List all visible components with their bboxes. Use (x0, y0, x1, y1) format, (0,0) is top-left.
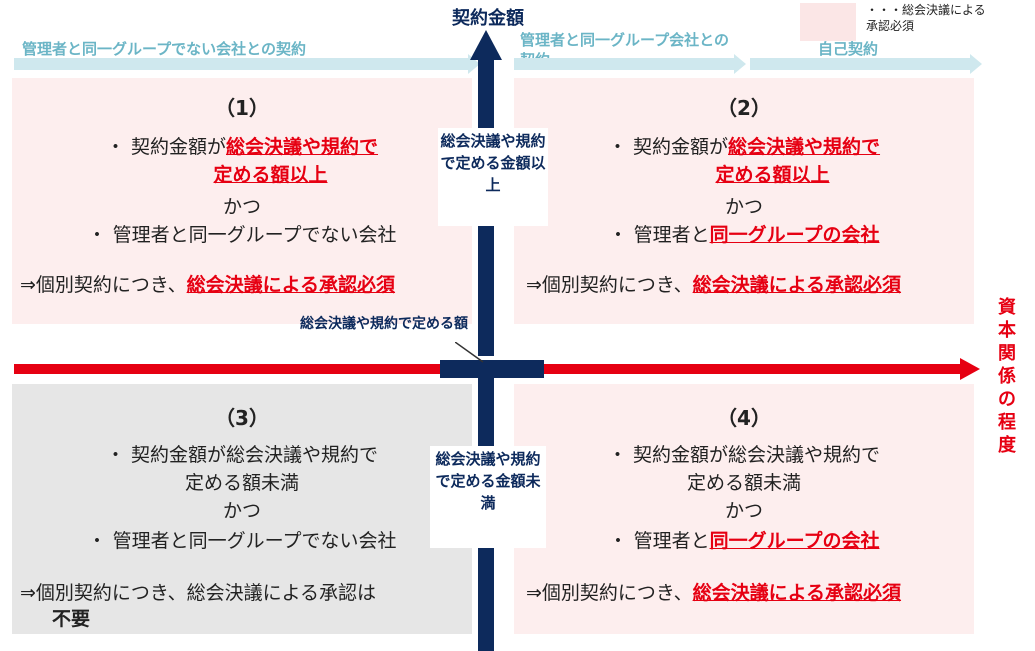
upper-amount-label: 総会決議や規約で定める金額以上 (438, 128, 548, 226)
quadrant-3-number: （3） (215, 406, 269, 430)
quadrant-4-and: かつ (724, 500, 763, 522)
vertical-axis-arrowhead (470, 30, 502, 60)
quadrant-1: （1） ・ 契約金額が総会決議や規約で ・ 契約金額が定める額以上・ 契約 かつ… (12, 78, 472, 324)
quadrant-4-bullet-1-line-2: 定める額未満 (686, 472, 801, 494)
quadrant-3-and: かつ (222, 500, 261, 522)
threshold-pointer (455, 342, 484, 363)
quadrant-1-result: ⇒個別契約につき、総会決議による承認必須 (20, 274, 396, 296)
quadrant-3-bullet-1-line-2: 定める額未満 (184, 472, 299, 494)
quadrant-1-bullet-2: ・ 管理者と同一グループでない会社 (87, 224, 397, 246)
quadrant-2-bullet-1-line-1: ・ 契約金額が総会決議や規約で (607, 136, 881, 158)
quadrant-4: （4） ・ 契約金額が総会決議や規約で 定める額未満 かつ ・ 管理者と同一グル… (514, 384, 974, 634)
quadrant-4-result: ⇒個別契約につき、総会決議による承認必須 (526, 582, 902, 604)
quadrant-1-bullet-1-line-2: ・ 契約金額が定める額以上・ 契約 (213, 164, 328, 186)
horizontal-axis-arrowhead (960, 358, 980, 380)
category-left-arrow (14, 54, 480, 74)
category-right-label: 自己契約 (818, 40, 879, 58)
quadrant-2: （2） ・ 契約金額が総会決議や規約で ・ 契約金額が定める額以上・ 契約 かつ… (514, 78, 974, 324)
category-middle-arrow (514, 54, 746, 74)
quadrant-4-number: （4） (717, 406, 771, 430)
quadrant-3-result-line-2: 不要 (52, 608, 91, 630)
quadrant-3-bullet-2: ・ 管理者と同一グループでない会社 (87, 530, 397, 552)
quadrant-1-number: （1） (215, 96, 269, 120)
quadrant-2-and: かつ (724, 196, 763, 218)
threshold-marker (440, 360, 544, 378)
quadrant-2-number: （2） (717, 96, 771, 120)
quadrant-3-bullet-1-line-1: ・ 契約金額が総会決議や規約で (105, 444, 379, 466)
quadrant-3-result-line-1: ⇒個別契約につき、総会決議による承認は (20, 582, 377, 604)
quadrant-4-bullet-2: ・ 管理者と同一グループの会社 (608, 530, 880, 552)
legend-swatch (800, 3, 856, 41)
quadrant-1-bullet-1-line-1: ・ 契約金額が総会決議や規約で (105, 136, 379, 158)
horizontal-axis-label: 資本関係の程度 (998, 297, 1016, 456)
threshold-label: 総会決議や規約で定める額 (300, 316, 468, 332)
quadrant-1-and: かつ (222, 196, 261, 218)
lower-amount-label: 総会決議や規約で定める金額未満 (430, 446, 546, 548)
vertical-axis-label: 契約金額 (452, 8, 524, 29)
category-right-arrow (750, 54, 982, 74)
quadrant-3: （3） ・ 契約金額が総会決議や規約で 定める額未満 かつ ・ 管理者と同一グル… (12, 384, 472, 634)
quadrant-2-result: ⇒個別契約につき、総会決議による承認必須 (526, 274, 902, 296)
quadrant-2-bullet-2: ・ 管理者と同一グループの会社 (608, 224, 880, 246)
category-left-label: 管理者と同一グループでない会社との契約 (22, 40, 306, 58)
quadrant-2-bullet-1-line-2: ・ 契約金額が定める額以上・ 契約 (715, 164, 830, 186)
quadrant-4-bullet-1-line-1: ・ 契約金額が総会決議や規約で (607, 444, 881, 466)
legend-text: ・・・総会決議による承認必須 (866, 3, 986, 33)
